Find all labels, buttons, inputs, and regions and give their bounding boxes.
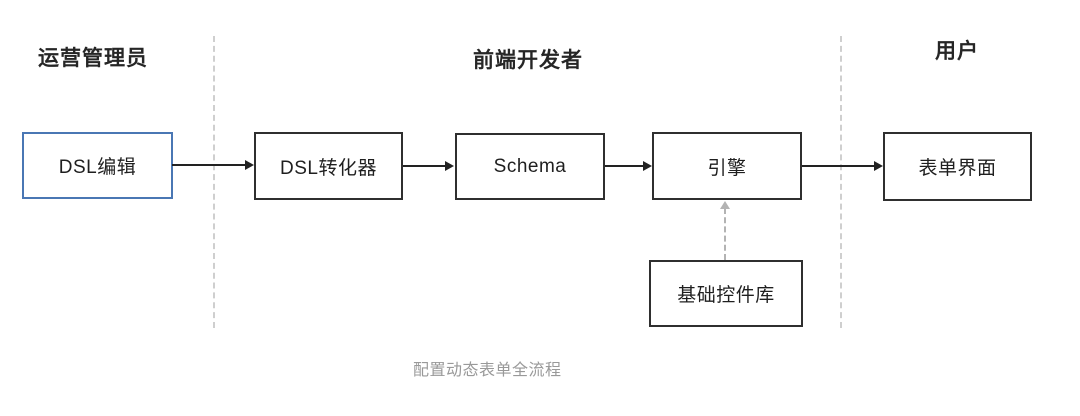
arrowhead-right-icon [245, 160, 254, 170]
node-dsl-editor: DSL编辑 [22, 132, 173, 199]
arrowhead-right-icon [874, 161, 883, 171]
node-dsl-converter: DSL转化器 [254, 132, 403, 200]
arrow-line [172, 164, 247, 166]
lane-label-operations-admin: 运营管理员 [38, 47, 148, 70]
arrow-widget-library-to-engine [719, 201, 731, 260]
node-base-widget-library: 基础控件库 [649, 260, 803, 327]
lane-label-user: 用户 [935, 40, 979, 63]
arrowhead-right-icon [445, 161, 454, 171]
lane-divider-left [213, 36, 215, 328]
lane-label-frontend-developer: 前端开发者 [473, 49, 583, 72]
arrow-line [403, 165, 447, 167]
arrow-line [802, 165, 876, 167]
lane-divider-right [840, 36, 842, 328]
node-engine: 引擎 [652, 132, 802, 200]
node-schema: Schema [455, 133, 605, 200]
dashed-arrow-line [724, 208, 726, 260]
diagram-caption: 配置动态表单全流程 [413, 362, 562, 379]
arrow-engine-to-form-ui [802, 160, 883, 172]
arrow-line [605, 165, 645, 167]
arrow-dsl-editor-to-converter [172, 159, 254, 171]
arrow-converter-to-schema [403, 160, 454, 172]
arrowhead-right-icon [643, 161, 652, 171]
arrowhead-up-icon [720, 201, 730, 209]
arrow-schema-to-engine [605, 160, 652, 172]
node-form-ui: 表单界面 [883, 132, 1032, 201]
